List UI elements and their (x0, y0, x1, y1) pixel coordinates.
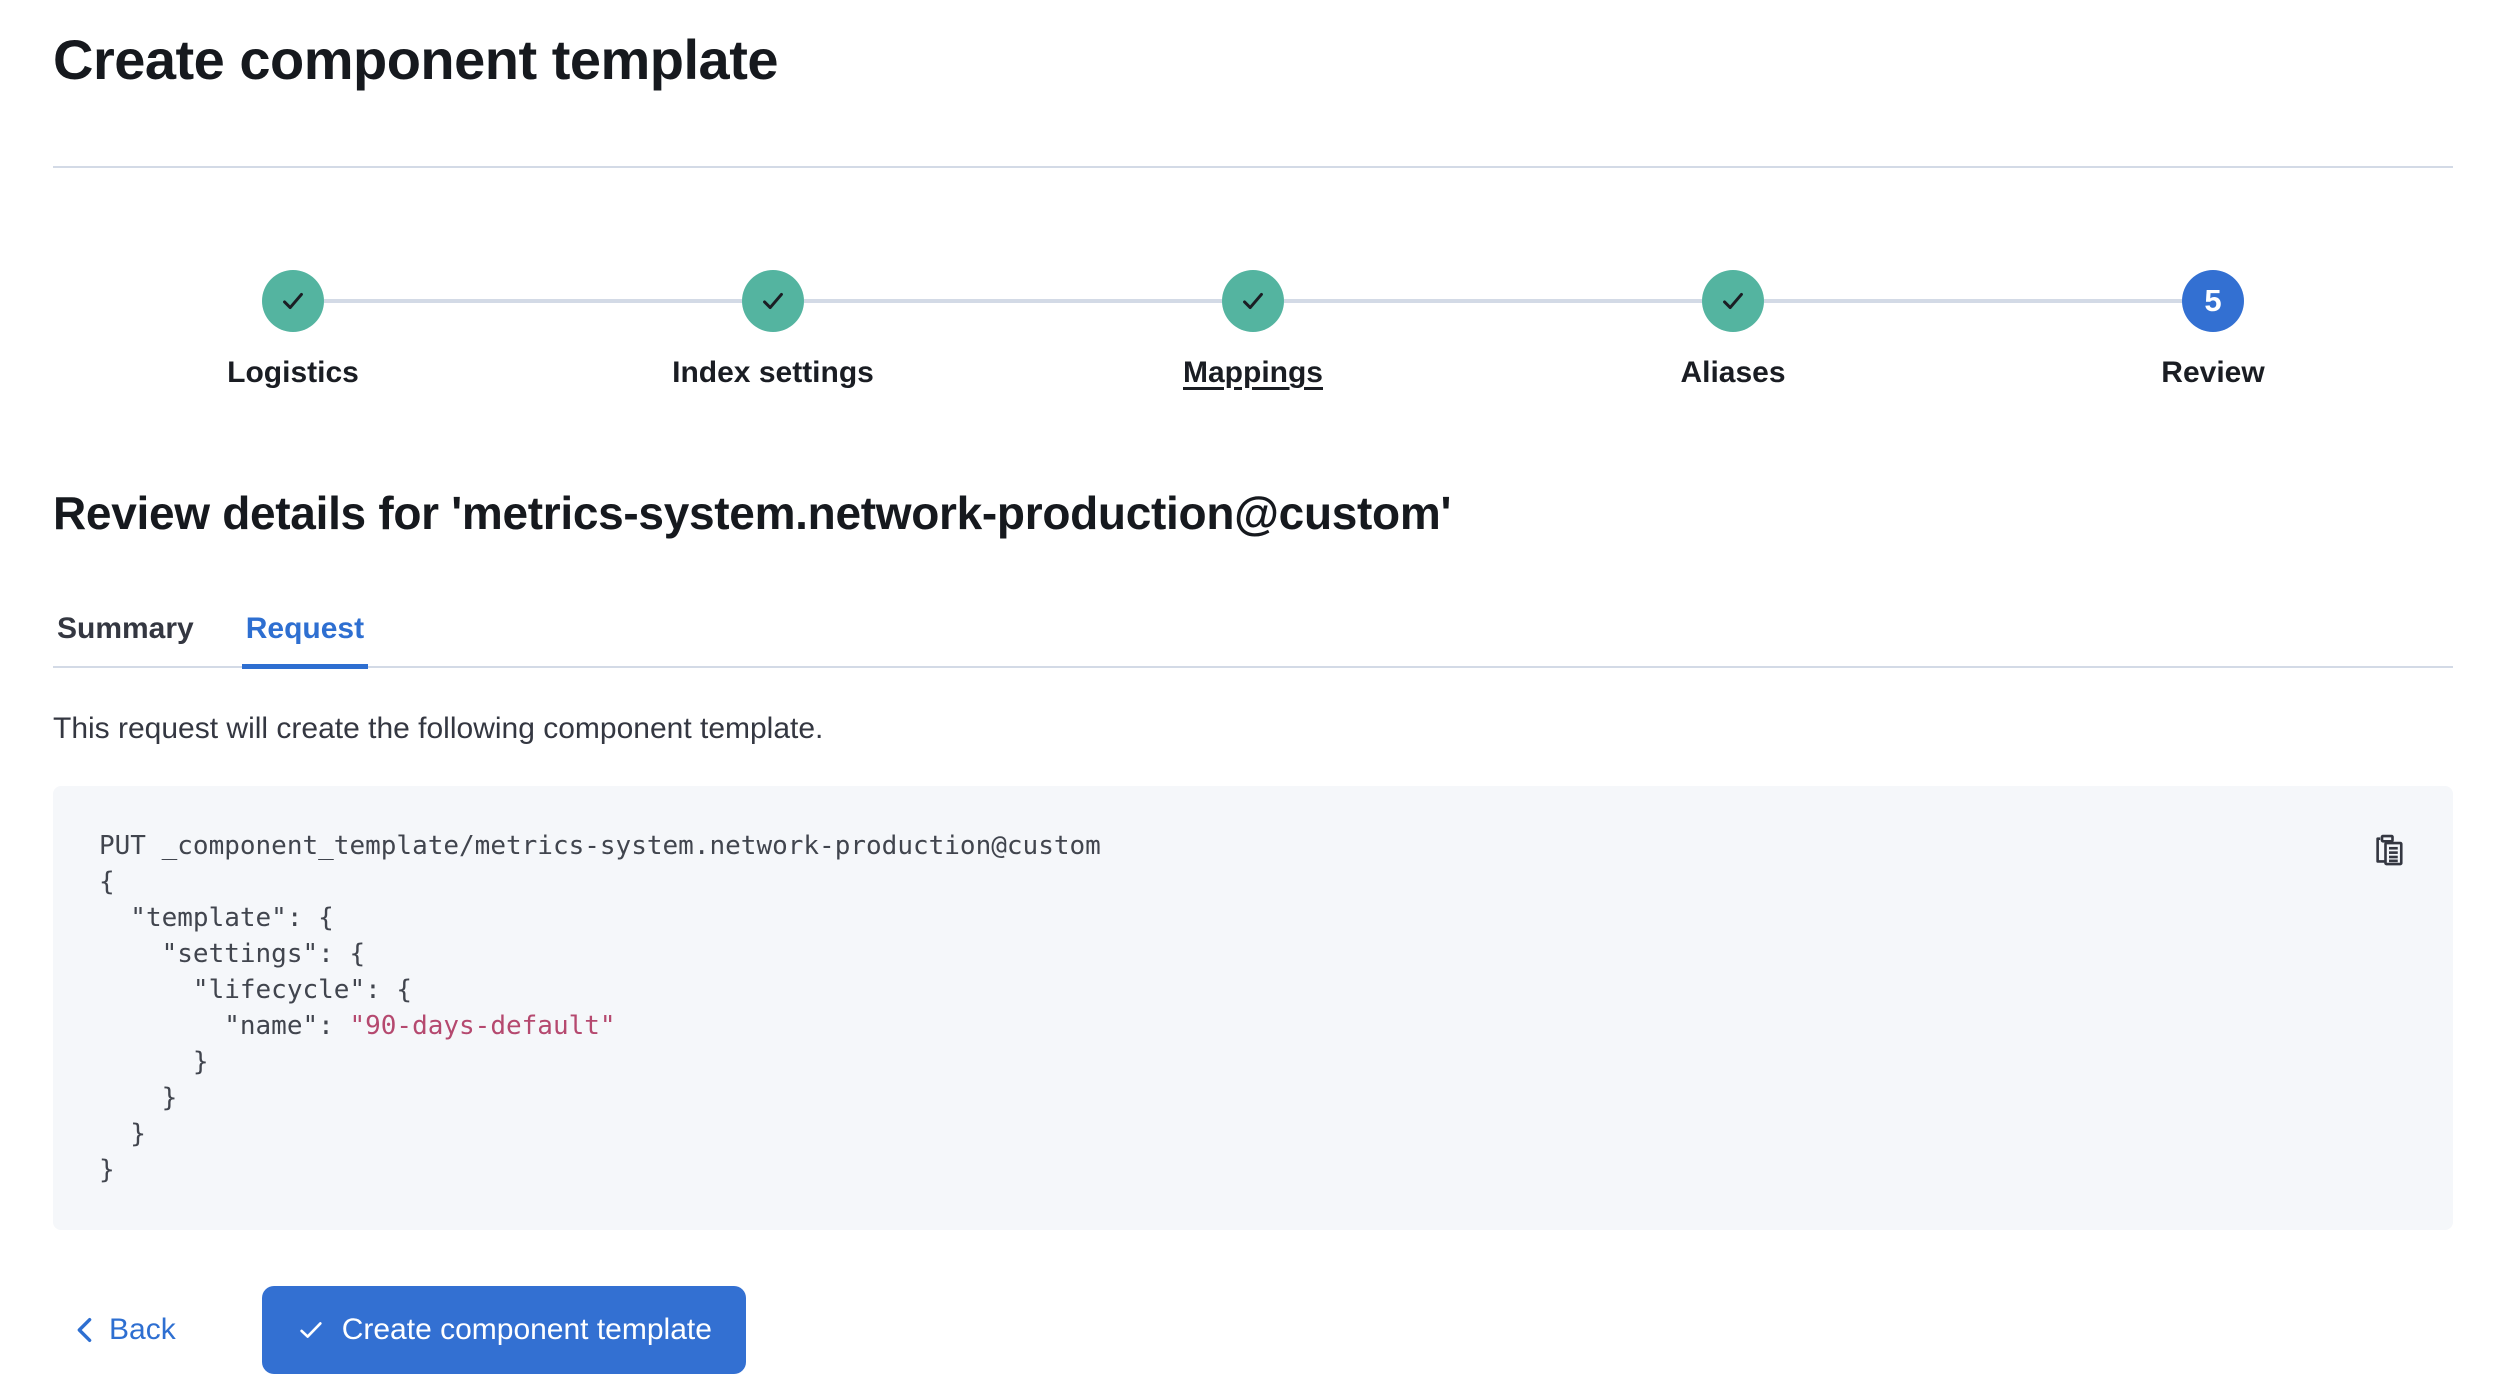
step-complete-circle[interactable] (1222, 270, 1284, 332)
step-mappings[interactable]: Mappings (804, 270, 1493, 392)
code-line: PUT _component_template/metrics-system.n… (99, 831, 1101, 861)
step-logistics[interactable]: Logistics (53, 270, 533, 392)
code-line: "lifecycle": { (99, 975, 413, 1005)
request-code-block: PUT _component_template/metrics-system.n… (53, 786, 2453, 1230)
code-line: { (99, 867, 115, 897)
step-complete-circle[interactable] (1702, 270, 1764, 332)
review-details-heading: Review details for 'metrics-system.netwo… (53, 487, 1452, 539)
code-line: "settings": { (99, 939, 366, 969)
review-tabs: Summary Request (53, 610, 2453, 669)
horizontal-divider (53, 166, 2453, 168)
back-button-label: Back (109, 1313, 176, 1346)
step-label[interactable]: Review (2161, 356, 2265, 389)
code-string-value: "90-days-default" (349, 1011, 616, 1041)
step-aliases[interactable]: Aliases (1284, 270, 1973, 392)
code-key: "name": (99, 1011, 350, 1041)
step-index-settings[interactable]: Index settings (324, 270, 1013, 392)
code-line: } (99, 1083, 178, 1113)
code-line: "template": { (99, 903, 334, 933)
tab-request[interactable]: Request (241, 610, 369, 669)
step-number: 5 (2204, 283, 2222, 318)
step-label[interactable]: Logistics (227, 356, 359, 389)
check-icon (296, 1315, 326, 1345)
check-icon (278, 286, 308, 316)
code-line: } (99, 1155, 115, 1185)
footer-actions: Back Create component template (53, 1286, 2453, 1374)
step-complete-circle[interactable] (742, 270, 804, 332)
step-review[interactable]: 5 Review (1764, 270, 2453, 392)
create-button-label: Create component template (341, 1313, 712, 1346)
copy-clipboard-icon (2368, 829, 2410, 871)
step-label[interactable]: Mappings (1183, 356, 1323, 389)
check-icon (1718, 286, 1748, 316)
wizard-stepper: Logistics Index settings Mappings (53, 270, 2453, 392)
step-current-circle[interactable]: 5 (2182, 270, 2244, 332)
step-label[interactable]: Index settings (672, 356, 874, 389)
step-label[interactable]: Aliases (1680, 356, 1786, 389)
create-component-template-button[interactable]: Create component template (261, 1286, 746, 1374)
tab-summary[interactable]: Summary (57, 612, 194, 645)
step-complete-circle[interactable] (262, 270, 324, 332)
code-line: } (99, 1047, 209, 1077)
request-description: This request will create the following c… (53, 712, 824, 745)
code-line: } (99, 1119, 146, 1149)
chevron-left-icon (71, 1315, 97, 1345)
copy-to-clipboard-button[interactable] (2367, 828, 2411, 872)
code-line: "name": "90-days-default" (99, 1008, 2333, 1044)
check-icon (1238, 286, 1268, 316)
check-icon (758, 286, 788, 316)
back-button[interactable]: Back (53, 1303, 194, 1357)
page-title: Create component template (53, 28, 779, 91)
